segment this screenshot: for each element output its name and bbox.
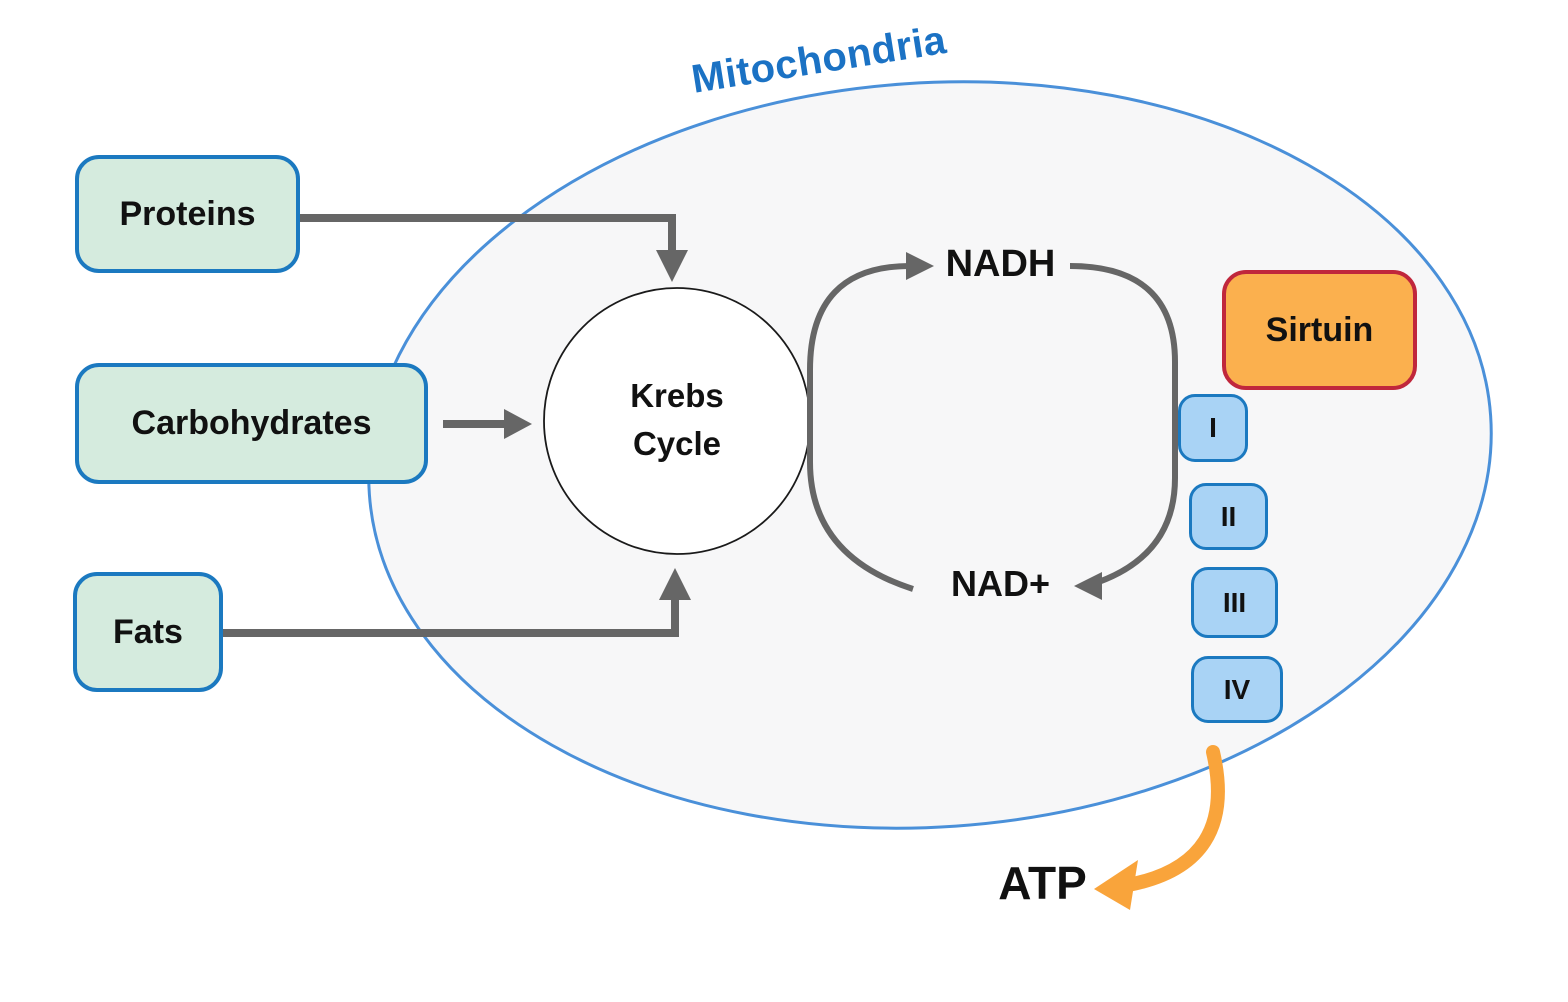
fats-label: Fats <box>113 612 183 651</box>
complex-ii-label: II <box>1220 500 1237 532</box>
sirtuin-label: Sirtuin <box>1265 310 1374 349</box>
proteins-arrow-line <box>300 214 676 252</box>
nad-to-nadh-arc <box>807 263 914 592</box>
nad-plus-label: NAD+ <box>950 563 1051 604</box>
complex-ii-box: II <box>1189 483 1268 550</box>
complex-i-label: I <box>1209 412 1217 443</box>
nadh-label: NADH <box>945 243 1056 285</box>
krebs-cycle-label-line1: Krebs <box>630 377 724 414</box>
krebs-cycle-label-line2: Cycle <box>632 424 722 462</box>
proteins-box: Proteins <box>75 155 300 273</box>
complex-iii-box: III <box>1191 567 1278 638</box>
atp-arrow-line <box>1121 745 1225 892</box>
fats-arrowhead-icon <box>659 568 691 600</box>
carbohydrates-label: Carbohydrates <box>131 404 372 442</box>
fats-box: Fats <box>73 572 223 692</box>
sirtuin-box: Sirtuin <box>1222 270 1417 390</box>
mitochondria-membrane <box>367 80 1493 830</box>
nadh-to-nad-arc <box>1069 263 1178 588</box>
complex-i-box: I <box>1178 394 1248 462</box>
complex-iv-label: IV <box>1223 673 1251 705</box>
carbohydrates-box: Carbohydrates <box>75 363 428 484</box>
proteins-arrowhead-icon <box>656 250 688 282</box>
krebs-cycle-label: Krebs Cycle <box>577 372 777 468</box>
atp-label: ATP <box>998 857 1087 909</box>
carbohydrates-arrowhead-icon <box>504 409 532 439</box>
proteins-label: Proteins <box>119 194 256 233</box>
complex-iii-label: III <box>1222 586 1247 618</box>
atp-arrowhead-icon <box>1094 860 1138 910</box>
complex-iv-box: IV <box>1191 656 1283 723</box>
nad-arrowhead-icon <box>1074 572 1102 600</box>
fats-arrow-line <box>223 598 679 637</box>
nadh-arrowhead-icon <box>906 252 934 280</box>
